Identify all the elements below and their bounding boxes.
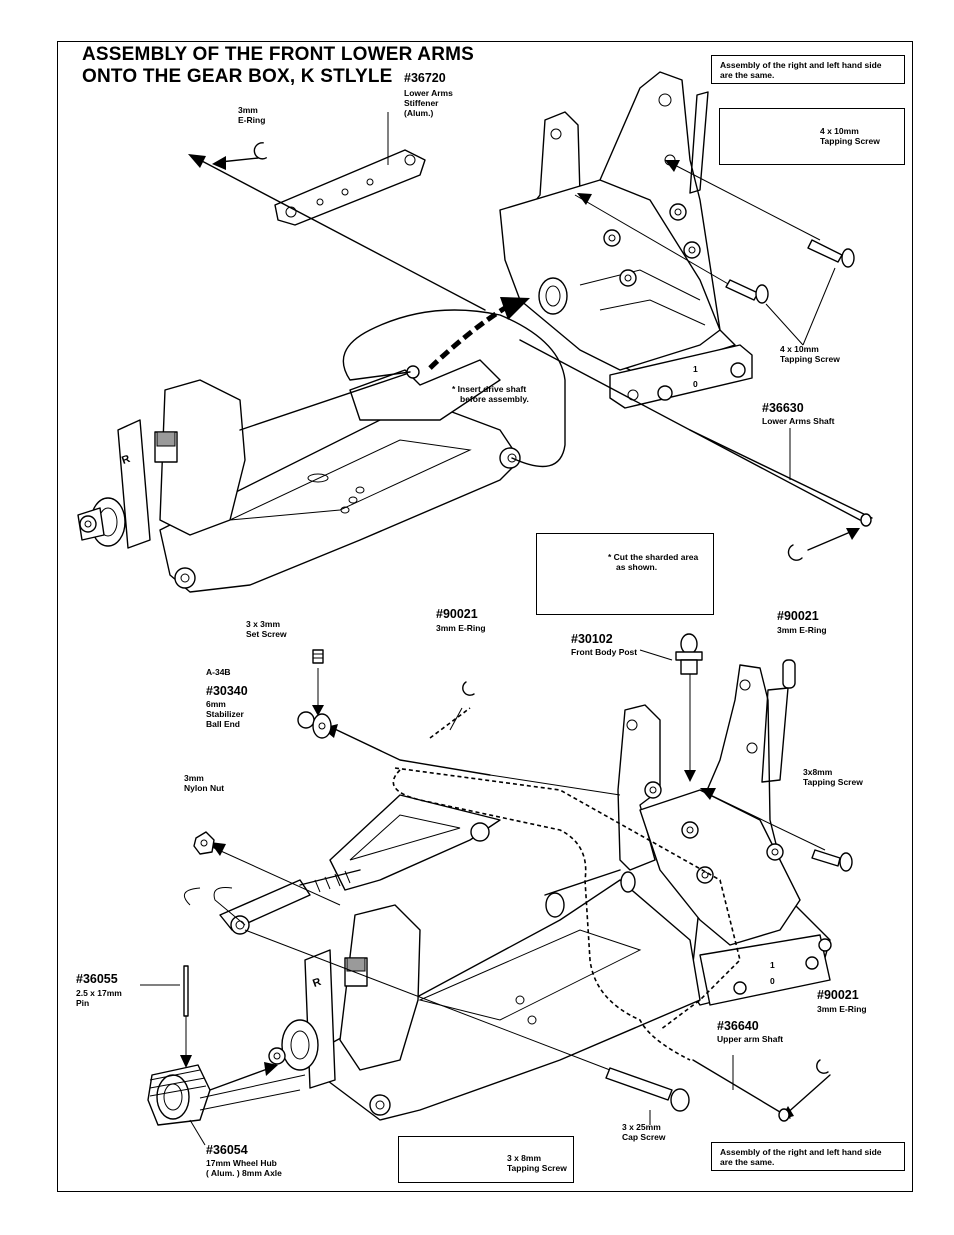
note-same-bottom-text: Assembly of the right and left hand side…	[720, 1147, 882, 1167]
lower-arm-bottom	[219, 794, 701, 1121]
screw-box-top-label: 4 x 10mm Tapping Screw	[820, 126, 880, 146]
part-36054-label: 17mm Wheel Hub ( Alum. ) 8mm Axle	[206, 1158, 282, 1178]
tapping-screw-3x8-right	[811, 849, 853, 872]
a34b-label: A-34B	[206, 667, 231, 677]
part-30340-number: #30340	[206, 684, 248, 698]
note-drive-shaft: * Insert drive shaft before assembly.	[452, 384, 529, 404]
front-body-post-part	[675, 633, 703, 675]
part-90021-mid-number: #90021	[436, 607, 478, 621]
part-30102-number: #30102	[571, 632, 613, 646]
note-cut: * Cut the sharded area as shown.	[608, 552, 699, 572]
part-90021-right-label: 3mm E-Ring	[777, 625, 827, 635]
marking-0-top: 0	[693, 379, 698, 389]
marking-0-bottom: 0	[770, 976, 775, 986]
part-30340-label: 6mm Stabilizer Ball End	[206, 699, 244, 729]
part-90021-mid-label: 3mm E-Ring	[436, 623, 486, 633]
note-same-bottom: Assembly of the right and left hand side…	[711, 1142, 905, 1171]
screw-mid-label: 4 x 10mm Tapping Screw	[780, 344, 840, 364]
stabilizer-ball-end	[297, 711, 332, 739]
marking-1-top: 1	[693, 364, 698, 374]
screw-3x8-right-label: 3x8mm Tapping Screw	[803, 767, 863, 787]
screw-box-bottom	[398, 1136, 574, 1183]
part-36640-label: Upper arm Shaft	[717, 1034, 784, 1044]
set-screw	[312, 649, 324, 664]
screw-box-bottom-label: 3 x 8mm Tapping Screw	[507, 1153, 567, 1173]
cap-screw-label: 3 x 25mm Cap Screw	[622, 1122, 666, 1142]
part-36720-label: Lower Arms Stiffener (Alum.)	[404, 88, 453, 118]
nylon-nut-label: 3mm Nylon Nut	[184, 773, 225, 793]
tapping-screw-upper	[807, 239, 855, 268]
gear-box-top	[499, 71, 753, 409]
page-frame	[57, 41, 913, 1192]
title-line-2: ONTO THE GEAR BOX, K STLYLE	[82, 66, 393, 87]
nylon-nut	[193, 831, 215, 855]
set-screw-label: 3 x 3mm Set Screw	[246, 619, 287, 639]
note-same-top-text: Assembly of the right and left hand side…	[720, 60, 882, 80]
part-36054-number: #36054	[206, 1143, 248, 1157]
part-30102-label: Front Body Post	[571, 647, 638, 657]
page-title: ASSEMBLY OF THE FRONT LOWER ARMS ONTO TH…	[82, 44, 474, 88]
lower-arms-stiffener	[274, 149, 426, 226]
lower-arm-top	[77, 359, 521, 593]
part-36630-label: Lower Arms Shaft	[762, 416, 835, 426]
cut-detail-box	[536, 533, 714, 615]
part-36720-number: #36720	[404, 71, 446, 85]
part-36055-number: #36055	[76, 972, 118, 986]
screw-box-top	[719, 108, 905, 165]
marking-1-bottom: 1	[770, 960, 775, 970]
part-36640-number: #36640	[717, 1019, 759, 1033]
cap-screw	[605, 1067, 690, 1112]
wheel-hub	[147, 1064, 211, 1126]
part-90021-right-number: #90021	[777, 609, 819, 623]
part-36630-number: #36630	[762, 401, 804, 415]
note-same-top: Assembly of the right and left hand side…	[711, 55, 905, 84]
title-line-1: ASSEMBLY OF THE FRONT LOWER ARMS	[82, 44, 475, 65]
part-90021-bottom-number: #90021	[817, 988, 859, 1002]
part-36055-label: 2.5 x 17mm Pin	[76, 988, 122, 1008]
part-90021-bottom-label: 3mm E-Ring	[817, 1004, 867, 1014]
e-ring-top-label: 3mm E-Ring	[238, 105, 266, 125]
gear-box-bottom	[617, 659, 832, 1006]
tapping-screw-lower	[725, 279, 769, 304]
